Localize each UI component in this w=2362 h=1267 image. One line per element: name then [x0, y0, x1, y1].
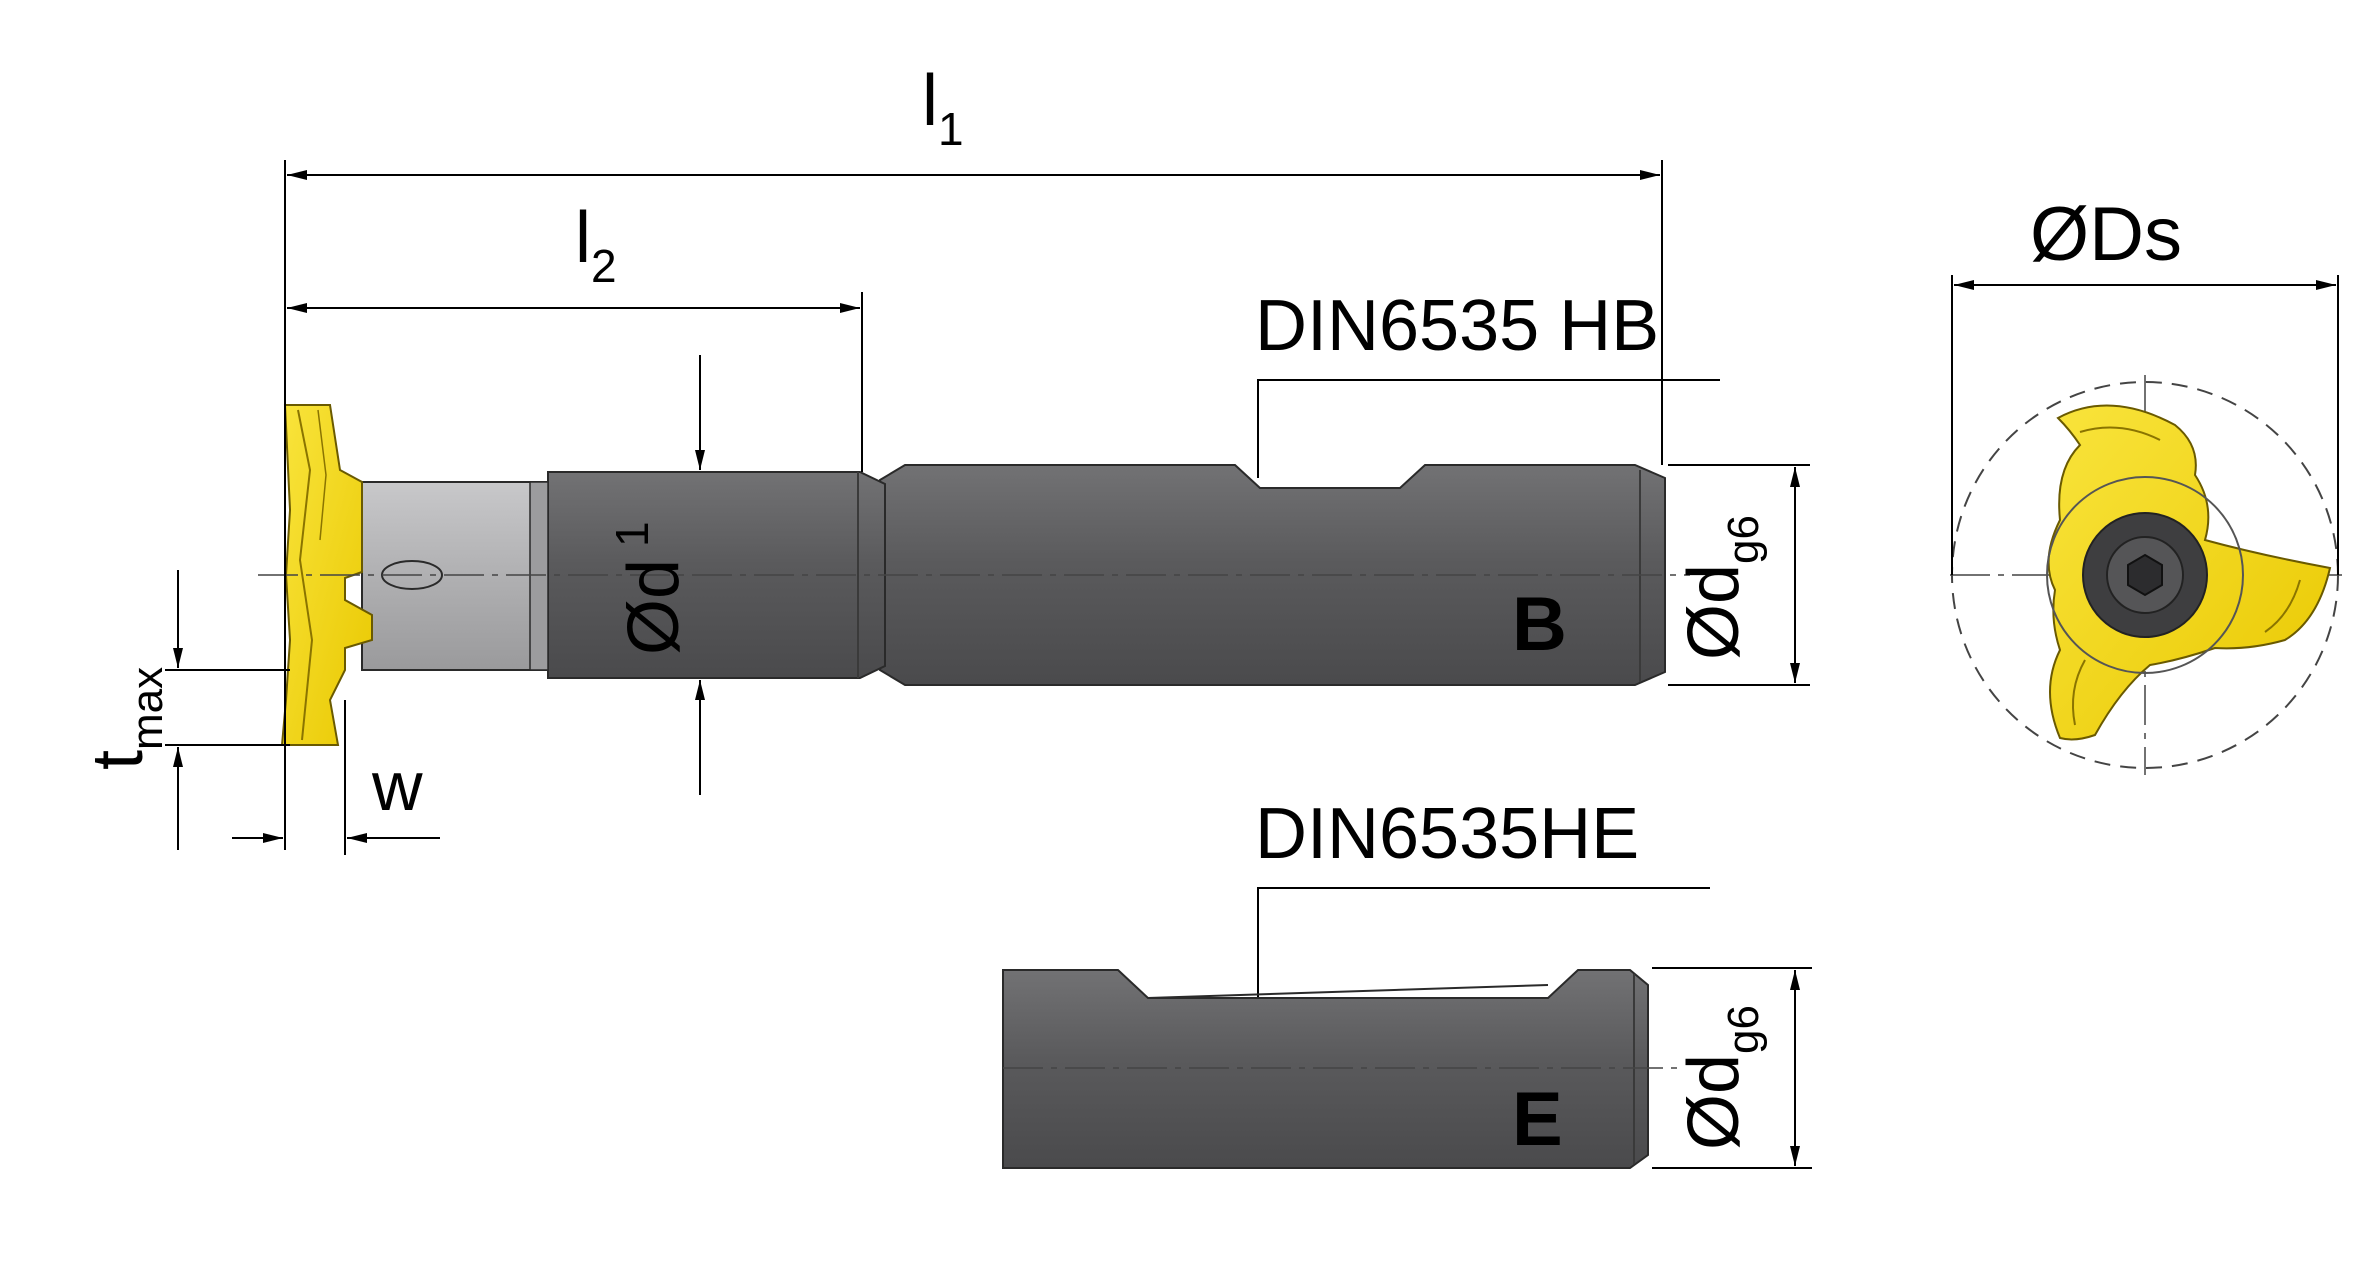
shank-e-flat-line	[1147, 984, 1549, 999]
hex-socket-icon	[2127, 553, 2163, 597]
shank-letter-e: E	[1512, 1077, 1563, 1162]
label-l1: l1	[922, 61, 964, 155]
shank-e-body	[1002, 969, 1649, 1169]
label-l2: l2	[575, 198, 617, 292]
tool-side-view	[258, 404, 1690, 746]
neck-light	[361, 481, 549, 671]
label-ds: ØDs	[2030, 192, 2182, 277]
hub-outer	[2046, 476, 2244, 674]
label-w: w	[371, 747, 423, 825]
label-tmax: tmax	[78, 667, 172, 770]
insert-front-edge-1	[2079, 426, 2161, 441]
dimension-labels: l1 l2 Ød1 Ødg6 tmax w DIN6535 HB DIN6535…	[78, 61, 1768, 874]
label-d1: Ød1	[606, 521, 694, 655]
callout-he: DIN6535HE	[1255, 794, 1639, 874]
shank-e-view: E Ødg6	[1002, 967, 1812, 1169]
label-dg6-e: Ødg6	[1674, 1005, 1768, 1150]
leader-he	[1257, 887, 1710, 998]
shank-letter-b: B	[1512, 582, 1567, 667]
insert-front-edge-3	[2072, 659, 2086, 726]
insert-edge-detail	[297, 409, 314, 741]
label-dg6-b: Ødg6	[1674, 515, 1768, 660]
insert-front-edge-2	[2264, 579, 2301, 633]
neck-ring	[529, 481, 549, 671]
leader-hb	[1257, 379, 1720, 478]
insert-edge-detail-2	[317, 409, 327, 541]
callout-hb: DIN6535 HB	[1255, 286, 1659, 366]
tool-front-view: ØDs	[1950, 192, 2342, 775]
dimension-lines	[165, 160, 1810, 998]
